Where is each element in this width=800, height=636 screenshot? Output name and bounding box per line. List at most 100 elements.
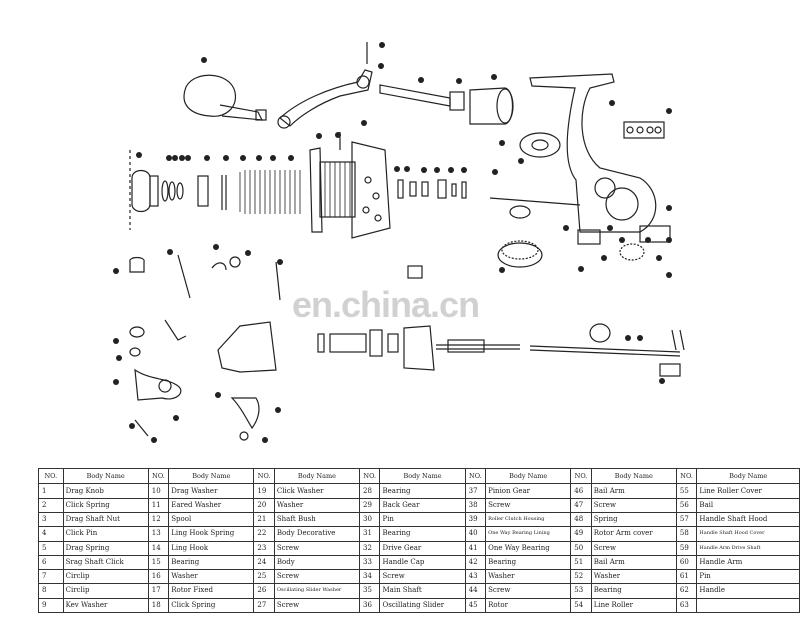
- part-number-cell: 49: [570, 526, 592, 542]
- part-number-cell: 58: [675, 526, 698, 542]
- part-number-cell: 2: [38, 497, 64, 513]
- header-name-cell: Body Name: [273, 467, 360, 485]
- part-name-cell: Handle Cap: [379, 554, 466, 571]
- part-number-cell: 23: [253, 540, 275, 556]
- part-name-cell: Body Decorative: [273, 526, 360, 542]
- part-number-cell: 59: [675, 540, 698, 556]
- part-name-cell: Bail Arm: [590, 483, 677, 499]
- part-name-cell: Ling Hook Spring: [168, 526, 255, 542]
- part-name-cell: Shaft Bush: [273, 511, 360, 528]
- part-number-cell: 37: [464, 483, 487, 499]
- part-number-cell: 61: [675, 569, 698, 585]
- part-name-cell: Main Shaft: [379, 583, 466, 599]
- header-name-cell: Body Name: [168, 467, 255, 485]
- part-number-cell: 21: [253, 511, 275, 528]
- part-name-cell: Circlip: [62, 569, 149, 585]
- part-number-cell: 3: [38, 511, 64, 528]
- part-number-cell: 1: [38, 483, 64, 499]
- part-name-cell: Bearing: [379, 526, 466, 542]
- part-number-cell: 30: [358, 511, 381, 528]
- header-no-cell: NO.: [253, 467, 275, 485]
- part-name-cell: Eared Washer: [168, 497, 255, 513]
- exploded-parts-diagram: [113, 42, 685, 443]
- part-name-cell: Line Roller: [590, 597, 677, 614]
- drag-stack: [129, 150, 301, 230]
- part-number-cell: 62: [675, 583, 698, 599]
- part-number-cell: 17: [147, 583, 170, 599]
- part-number-cell: 10: [147, 483, 170, 499]
- part-number-cell: 5: [38, 540, 64, 556]
- part-number-cell: 38: [464, 497, 487, 513]
- part-number-cell: 27: [253, 597, 275, 614]
- part-number-cell: 26: [253, 583, 275, 599]
- part-number-cell: 63: [675, 597, 698, 614]
- part-number-cell: 35: [358, 583, 381, 599]
- part-number-cell: 28: [358, 483, 381, 499]
- part-number-cell: 18: [147, 597, 170, 614]
- part-number-cell: 11: [147, 497, 170, 513]
- handle-assembly: [183, 42, 373, 129]
- header-name-cell: Body Name: [696, 467, 800, 485]
- part-number-cell: 56: [675, 497, 698, 513]
- part-number-cell: 19: [253, 483, 275, 499]
- part-name-cell: Bail: [696, 497, 800, 513]
- part-name-cell: Washer: [273, 497, 360, 513]
- part-number-cell: 6: [38, 554, 64, 571]
- part-number-cell: 13: [147, 526, 170, 542]
- drive-shaft: [379, 84, 514, 125]
- part-number-cell: 31: [358, 526, 381, 542]
- header-no-cell: NO.: [38, 467, 64, 485]
- part-name-cell: Body: [273, 554, 360, 571]
- part-name-cell: Bearing: [485, 554, 572, 571]
- part-name-cell: Kev Washer: [62, 597, 149, 614]
- part-name-cell: Handle Shaft Hood: [696, 511, 800, 528]
- part-name-cell: [696, 597, 800, 614]
- part-name-cell: Screw: [273, 569, 360, 585]
- part-number-cell: 14: [147, 540, 170, 556]
- part-number-cell: 24: [253, 554, 275, 571]
- part-number-cell: 4: [38, 526, 64, 542]
- part-name-cell: Drag Shaft Nut: [62, 511, 149, 528]
- part-name-cell: Oscillating Slider Washer: [273, 583, 360, 599]
- header-no-cell: NO.: [464, 467, 487, 485]
- part-name-cell: Bail Arm: [590, 554, 677, 571]
- part-number-cell: 12: [147, 511, 170, 528]
- part-number-cell: 47: [570, 497, 592, 513]
- part-name-cell: Screw: [590, 497, 677, 513]
- header-name-cell: Body Name: [485, 467, 572, 485]
- part-name-cell: Spool: [168, 511, 255, 528]
- part-name-cell: Spring: [590, 511, 677, 528]
- part-number-cell: 53: [570, 583, 592, 599]
- part-name-cell: One Way Bearing Lining: [485, 526, 572, 542]
- part-name-cell: Washer: [485, 569, 572, 585]
- header-no-cell: NO.: [675, 467, 698, 485]
- part-name-cell: Screw: [485, 497, 572, 513]
- part-number-cell: 46: [570, 483, 592, 499]
- part-number-cell: 40: [464, 526, 487, 542]
- bail-arm-assembly: [129, 254, 281, 441]
- part-number-cell: 52: [570, 569, 592, 585]
- part-name-cell: Drag Knob: [62, 483, 149, 499]
- part-number-cell: 32: [358, 540, 381, 556]
- part-number-cell: 33: [358, 554, 381, 571]
- part-number-cell: 15: [147, 554, 170, 571]
- part-name-cell: Bearing: [590, 583, 677, 599]
- header-no-cell: NO.: [147, 467, 170, 485]
- part-name-cell: Rotor: [485, 597, 572, 614]
- part-name-cell: Click Spring: [62, 497, 149, 513]
- part-number-cell: 43: [464, 569, 487, 585]
- reel-body: [489, 73, 665, 233]
- part-number-cell: 54: [570, 597, 592, 614]
- part-name-cell: Circlip: [62, 583, 149, 599]
- part-name-cell: Drive Gear: [379, 540, 466, 556]
- part-name-cell: Screw: [379, 569, 466, 585]
